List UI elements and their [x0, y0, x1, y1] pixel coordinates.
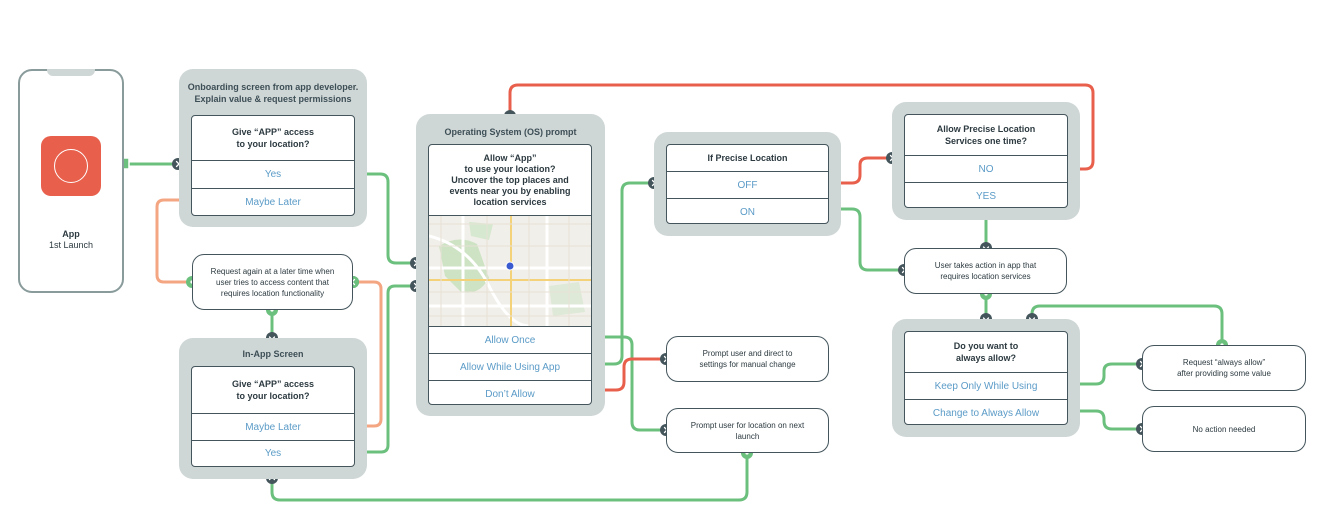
request-always-line1: Request “always allow”	[1182, 358, 1266, 367]
connector-inapp-loop-next-launch	[270, 451, 749, 502]
onboarding-title-line2: Explain value & request permissions	[194, 94, 352, 104]
prompt-settings-line1: Prompt user and direct to	[702, 349, 793, 358]
os-prompt-title: Operating System (OS) prompt	[444, 127, 577, 137]
connector-inapp-maybe-request	[351, 280, 383, 428]
in-app-question-line1: Give “APP” access	[231, 379, 315, 389]
onboarding-maybe-later-option[interactable]: Maybe Later	[192, 188, 354, 215]
os-prompt-card: Allow “App” to use your location? Uncove…	[428, 144, 592, 405]
always-allow-panel: Do you want to always allow? Keep Only W…	[892, 319, 1080, 437]
allow-once-option[interactable]: Allow Once	[429, 326, 591, 353]
always-allow-card: Do you want to always allow? Keep Only W…	[904, 331, 1068, 425]
onboarding-card: Give “APP” access to your location? Yes …	[191, 115, 355, 216]
precise-once-card: Allow Precise Location Services one time…	[904, 114, 1068, 208]
in-app-question: Give “APP” access to your location?	[192, 367, 354, 413]
connector-on-user-action	[827, 207, 906, 272]
phone-mockup: App 1st Launch	[18, 69, 124, 293]
prompt-next-launch-note: Prompt user for location on next launch	[666, 408, 829, 453]
onboarding-question: Give “APP” access to your location?	[192, 116, 354, 160]
connector-inapp-yes-os	[353, 284, 418, 454]
request-again-line3: requires location functionality	[220, 288, 325, 298]
in-app-panel: In-App Screen Give “APP” access to your …	[179, 338, 367, 479]
keep-only-while-using-option[interactable]: Keep Only While Using	[905, 372, 1067, 399]
connector-change-no-action	[1066, 409, 1144, 431]
os-prompt-panel: Operating System (OS) prompt Allow “App”…	[416, 114, 605, 416]
onboarding-question-line2: to your location?	[236, 139, 310, 149]
user-action-line1: User takes action in app that	[934, 261, 1037, 270]
precise-on-option[interactable]: ON	[667, 198, 828, 223]
request-again-line2: user tries to access content that	[216, 277, 329, 287]
precise-location-title: If Precise Location	[707, 153, 788, 163]
precise-once-no-option[interactable]: NO	[905, 155, 1067, 182]
always-allow-line2: always allow?	[955, 353, 1017, 363]
connector-onboarding-yes-os	[352, 172, 418, 265]
no-action-note: No action needed	[1142, 406, 1306, 452]
connector-allow-once-next-launch	[590, 335, 668, 432]
location-map[interactable]	[429, 215, 591, 326]
prompt-settings-line2: settings for manual change	[699, 360, 796, 369]
precise-location-card: If Precise Location OFF ON	[666, 144, 829, 224]
connector-off-precise-once	[827, 156, 894, 185]
change-to-always-allow-option[interactable]: Change to Always Allow	[905, 399, 1067, 424]
in-app-question-line2: to your location?	[236, 391, 310, 401]
onboarding-title-line1: Onboarding screen from app developer.	[187, 82, 359, 92]
os-prompt-line2: to use your location?	[464, 163, 556, 174]
request-always-line2: after providing some value	[1177, 369, 1271, 378]
request-again-note: Request again at a later time when user …	[192, 254, 353, 310]
precise-location-panel: If Precise Location OFF ON	[654, 132, 841, 236]
connector-no-os-prompt	[508, 83, 1095, 171]
connector-dont-allow-settings	[590, 357, 668, 392]
prompt-settings-note: Prompt user and direct to settings for m…	[666, 336, 829, 382]
in-app-card: Give “APP” access to your location? Mayb…	[191, 366, 355, 467]
onboarding-panel: Onboarding screen from app developer. Ex…	[179, 69, 367, 227]
in-app-yes-option[interactable]: Yes	[192, 440, 354, 466]
os-prompt-line3: Uncover the top places and	[451, 174, 569, 185]
phone-notch	[47, 69, 95, 76]
in-app-maybe-later-option[interactable]: Maybe Later	[192, 413, 354, 440]
connector-keep-request-always	[1066, 362, 1144, 386]
user-action-line2: requires location services	[940, 272, 1031, 281]
precise-once-panel: Allow Precise Location Services one time…	[892, 102, 1080, 220]
request-always-note: Request “always allow” after providing s…	[1142, 345, 1306, 391]
precise-once-question: Allow Precise Location Services one time…	[905, 115, 1067, 155]
connector-allow-while-precise	[590, 181, 656, 366]
current-location-dot	[505, 261, 515, 271]
user-action-note: User takes action in app that requires l…	[904, 248, 1067, 294]
os-prompt-line1: Allow “App”	[483, 152, 537, 163]
precise-once-line2: Services one time?	[944, 136, 1028, 146]
app-icon[interactable]	[41, 136, 101, 196]
precise-once-line1: Allow Precise Location	[936, 124, 1036, 134]
always-allow-line1: Do you want to	[953, 341, 1019, 351]
onboarding-question-line1: Give “APP” access	[231, 127, 315, 137]
in-app-title: In-App Screen	[242, 349, 304, 359]
connector-onboarding-maybe-request	[155, 198, 194, 284]
onboarding-yes-option[interactable]: Yes	[192, 160, 354, 188]
request-again-line1: Request again at a later time when	[210, 266, 335, 276]
allow-while-using-option[interactable]: Allow While Using App	[429, 353, 591, 380]
os-prompt-line4: events near you by enabling	[449, 185, 571, 196]
os-prompt-message: Allow “App” to use your location? Uncove…	[429, 145, 591, 215]
dont-allow-option[interactable]: Don’t Allow	[429, 380, 591, 404]
map-graphic	[429, 216, 591, 326]
connector-request-always-loop	[1030, 304, 1224, 347]
always-allow-question: Do you want to always allow?	[905, 332, 1067, 372]
precise-once-yes-option[interactable]: YES	[905, 182, 1067, 207]
app-icon-ring	[54, 149, 88, 183]
app-name: App	[62, 229, 80, 239]
precise-off-option[interactable]: OFF	[667, 171, 828, 198]
os-prompt-line5: location services	[473, 196, 547, 207]
app-launch-label: 1st Launch	[48, 240, 94, 250]
